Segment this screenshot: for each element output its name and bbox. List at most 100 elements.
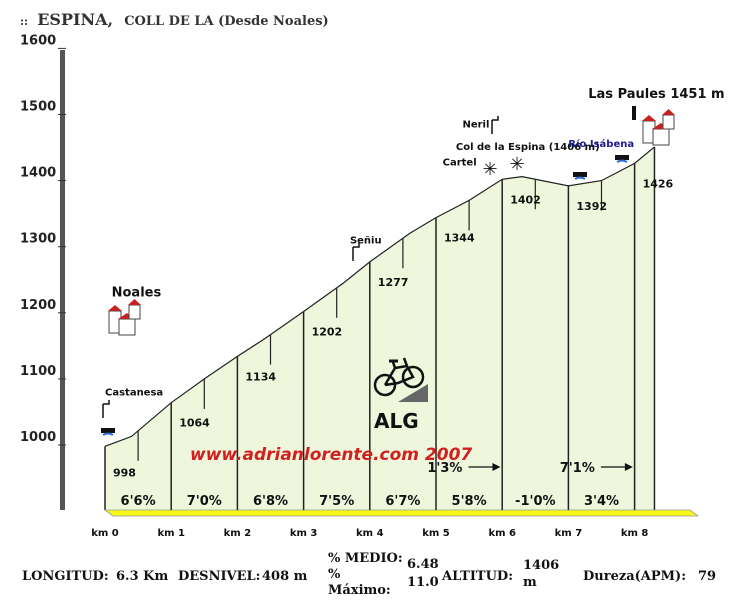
- watermark-text: www.adrianlorente.com 2007: [190, 445, 472, 465]
- annotation-7: Río Isábena: [568, 138, 634, 150]
- gradient-label-1: 6'6%: [121, 494, 156, 509]
- bridge-rio-isabena-icon-water: [574, 176, 586, 180]
- village-las-paules-icon-wall-1: [652, 128, 670, 146]
- km-label-0: km 0: [91, 528, 119, 539]
- base-bar: [103, 509, 700, 517]
- profile-fill-group: [104, 146, 656, 510]
- km-label-5: km 5: [422, 528, 450, 539]
- village-noales-icon-roof-0: [108, 305, 122, 311]
- dureza-label: Dureza(APM):: [583, 569, 687, 584]
- title-prefix: ::: [20, 15, 29, 28]
- y-tick-label-1400: 1400: [20, 166, 56, 181]
- stats-footer: LONGITUD: 6.3 Km DESNIVEL: 408 m % MEDIO…: [0, 545, 741, 605]
- km-label-6: km 6: [488, 528, 516, 539]
- gradient-label-6: 5'8%: [452, 494, 487, 509]
- bridge-rio-isabena-icon-deck: [573, 172, 587, 177]
- y-tick-label-1100: 1100: [20, 364, 56, 379]
- km-label-4: km 4: [356, 528, 384, 539]
- altitude-label-998: 998: [113, 466, 136, 479]
- bridge-rio-isabena-icon: [573, 172, 587, 180]
- y-tick-label-1000: 1000: [20, 430, 56, 445]
- km-label-1: km 1: [157, 528, 185, 539]
- village-noales-icon-roof-2: [128, 299, 141, 305]
- logo-ramp: [398, 384, 428, 402]
- junction-seniu-icon: [352, 243, 360, 261]
- junction-castanesa-icon-arm: [103, 400, 110, 405]
- km-label-7: km 7: [555, 528, 583, 539]
- village-noales-icon-wall-2: [128, 304, 141, 320]
- y-tick-label-1500: 1500: [20, 100, 56, 115]
- gradient-label-4: 7'5%: [319, 494, 354, 509]
- max-gradient-label-1: 1'3%: [427, 461, 462, 476]
- bridge-castanesa-icon-deck: [101, 428, 115, 433]
- altitude-label-1344: 1344: [444, 232, 475, 245]
- altitude-label-1202: 1202: [312, 325, 343, 338]
- km-marker-lines: [137, 163, 636, 510]
- annotation-6: Cartel: [443, 157, 477, 168]
- annotation-5: Col de la Espina (1406 m): [456, 142, 600, 153]
- bike-rear-wheel-icon: [373, 373, 397, 397]
- village-noales-icon: [108, 299, 141, 336]
- village-las-paules-icon-roof-0: [642, 115, 656, 121]
- village-las-paules-icon-wall-2: [662, 114, 675, 130]
- km-axis-labels: km 0 km 1 km 2 km 3 km 4 km 5 km 6 km 7 km 8: [91, 528, 648, 539]
- altitude-label-1134: 1134: [245, 370, 276, 383]
- annotation-1: Castanesa: [105, 387, 163, 398]
- title-main: ESPINA,: [37, 10, 114, 29]
- gradient-label-2: 7'0%: [187, 494, 222, 509]
- bridge-las-paules-icon: [615, 155, 629, 163]
- medio-label: % MEDIO:: [328, 551, 403, 566]
- altitude-label-1277: 1277: [378, 276, 409, 289]
- icons-group: www.adrianlorente.com 2007 ALG ✳ ✳: [101, 106, 675, 465]
- km-label-8: km 8: [621, 528, 649, 539]
- gradient-label-7: -1'0%: [515, 494, 556, 509]
- altitude-label-1402: 1402: [510, 193, 541, 206]
- km-label-2: km 2: [224, 528, 252, 539]
- desnivel-value: 408 m: [262, 569, 308, 584]
- annotation-2: Noales: [112, 285, 162, 300]
- km-label-3: km 3: [290, 528, 318, 539]
- max-gradient-arrowhead-1: [492, 463, 501, 471]
- gradient-labels: 6'6%7'0%6'8%7'5%6'7%5'8%-1'0%3'4%1'3%7'1…: [121, 461, 633, 509]
- village-las-paules-icon: [642, 109, 675, 146]
- profile-line: [104, 146, 655, 447]
- base-bar-group: [103, 509, 700, 517]
- y-tick-label-1200: 1200: [20, 298, 56, 313]
- junction-neril-icon: [491, 116, 499, 134]
- profile-area: [105, 146, 655, 510]
- desnivel-label: DESNIVEL:: [178, 569, 261, 584]
- maximo-label: % Máximo:: [328, 567, 391, 598]
- bike-frame-icon: [383, 364, 415, 387]
- y-tick-label-1600: 1600: [20, 33, 56, 48]
- annotation-3: Señiu: [350, 235, 382, 246]
- title-sub: COLL DE LA (Desde Noales): [124, 14, 329, 29]
- logo-text: ALG: [374, 409, 419, 433]
- longitud-value: 6.3 Km: [116, 569, 169, 584]
- col-asterisk-icon: ✳: [509, 154, 524, 175]
- y-axis-bar: [60, 50, 65, 510]
- gradient-label-3: 6'8%: [253, 494, 288, 509]
- dureza-value: 79: [698, 569, 717, 584]
- chart-title: :: ESPINA, COLL DE LA (Desde Noales): [20, 10, 329, 29]
- bridge-castanesa-icon-water: [102, 432, 114, 436]
- bridge-las-paules-icon-deck: [615, 155, 629, 160]
- altitude-label-1426: 1426: [643, 177, 674, 190]
- altitude-label-1064: 1064: [179, 417, 210, 430]
- bike-front-wheel-icon: [401, 365, 425, 389]
- bridge-castanesa-icon: [101, 428, 115, 436]
- annotation-8: Las Paules 1451 m: [588, 87, 724, 102]
- junction-neril-icon-arm: [492, 116, 499, 121]
- junction-seniu-icon-arm: [353, 243, 360, 248]
- max-gradient-arrowhead-2: [624, 463, 633, 471]
- junction-castanesa-icon: [102, 400, 110, 418]
- tower-icon: [632, 106, 636, 120]
- longitud-label: LONGITUD:: [22, 569, 109, 584]
- bike-seat-post-icon: [391, 361, 397, 369]
- maximo-value: 11.0: [407, 575, 439, 590]
- altitud-value: 1406 m: [523, 558, 560, 590]
- cartel-asterisk-icon: ✳: [482, 159, 497, 180]
- annotation-4: Neril: [462, 120, 489, 131]
